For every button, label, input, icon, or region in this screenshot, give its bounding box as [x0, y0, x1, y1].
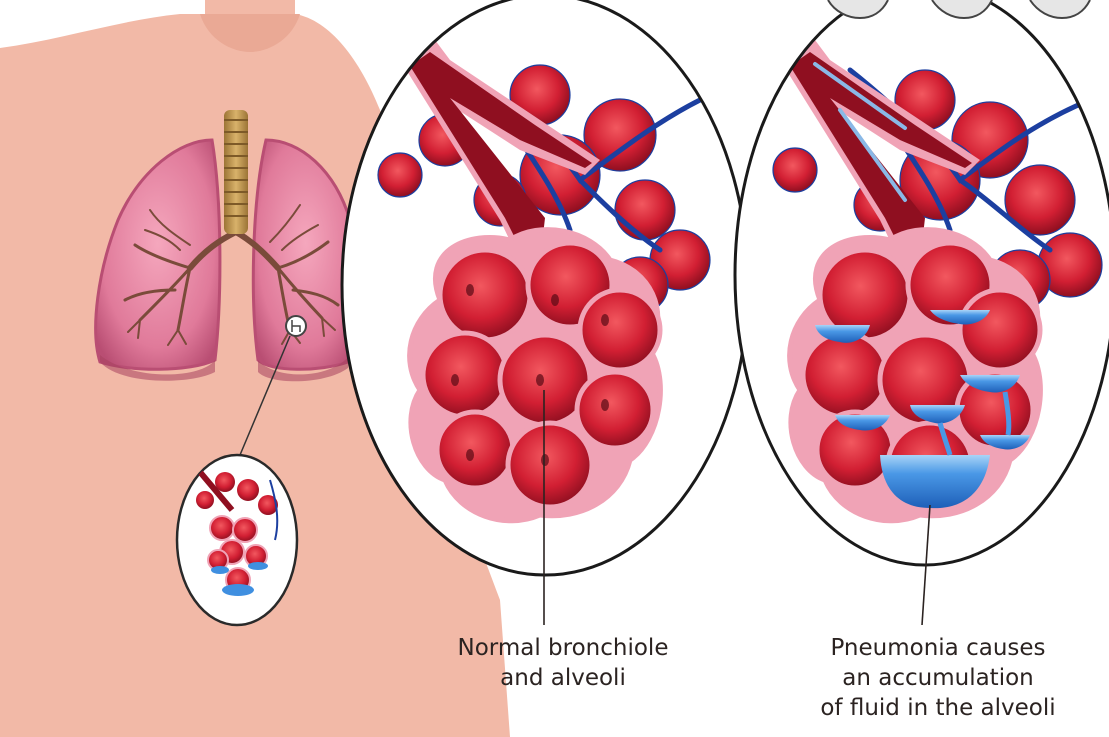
- normal-caption-line-2: and alveoli: [418, 663, 708, 693]
- pneumonia-caption-line-3: of fluid in the alveoli: [778, 693, 1098, 723]
- top-decorative-circles: [828, 0, 1090, 18]
- small-magnified-view: [177, 455, 297, 625]
- normal-caption-line-1: Normal bronchiole: [418, 633, 708, 663]
- pneumonia-magnified-view: [735, 0, 1109, 625]
- pneumonia-caption-line-2: an accumulation: [778, 663, 1098, 693]
- alveolar-sac: [410, 230, 661, 521]
- pneumonia-caption: Pneumonia causes an accumulation of flui…: [778, 633, 1098, 723]
- pneumonia-caption-line-1: Pneumonia causes: [778, 633, 1098, 663]
- normal-caption: Normal bronchiole and alveoli: [418, 633, 708, 693]
